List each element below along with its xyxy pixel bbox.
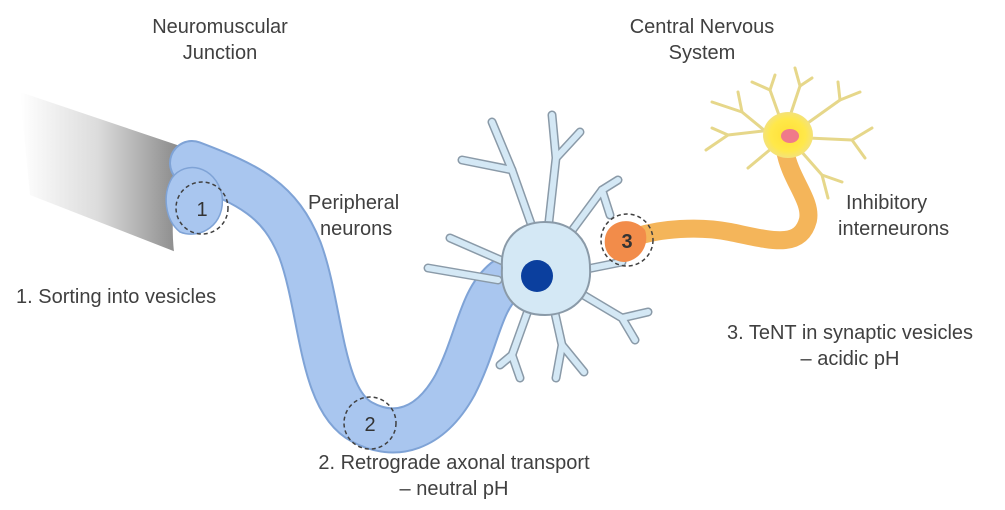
inhibitory-soma [763,112,813,158]
inhibitory-interneurons-label: Inhibitory interneurons [838,190,949,242]
inhibitory-line2: interneurons [838,216,949,242]
neuromuscular-junction-line2: Junction [140,40,300,66]
step-marker-3-label: 3 [621,231,632,253]
neuromuscular-junction-line1: Neuromuscular [140,14,300,40]
muscle-fiber [20,92,192,252]
step-2-line1: 2. Retrograde axonal transport [264,450,644,476]
step-2-line2: – neutral pH [264,476,644,502]
peripheral-line1: Peripheral [308,190,399,216]
peripheral-line2: neurons [308,216,399,242]
step-3-line1: 3. TeNT in synaptic vesicles [700,320,1000,346]
step-marker-1-label: 1 [196,199,207,221]
cns-line2: System [612,40,792,66]
step-1-caption: 1. Sorting into vesicles [16,284,216,310]
peripheral-neuron-soma [502,222,590,315]
inhibitory-axon [605,150,809,262]
peripheral-nucleus [521,260,553,292]
step-2-caption: 2. Retrograde axonal transport – neutral… [264,450,644,502]
central-nervous-system-label: Central Nervous System [612,14,792,66]
inhibitory-nucleus [781,129,799,143]
cns-line1: Central Nervous [612,14,792,40]
step-marker-2-label: 2 [364,414,375,436]
neuromuscular-junction-label: Neuromuscular Junction [140,14,300,66]
step-1-text: 1. Sorting into vesicles [16,284,216,310]
step-3-line2: – acidic pH [700,346,1000,372]
peripheral-neurons-label: Peripheral neurons [308,190,399,242]
inhibitory-line1: Inhibitory [838,190,949,216]
step-3-caption: 3. TeNT in synaptic vesicles – acidic pH [700,320,1000,372]
